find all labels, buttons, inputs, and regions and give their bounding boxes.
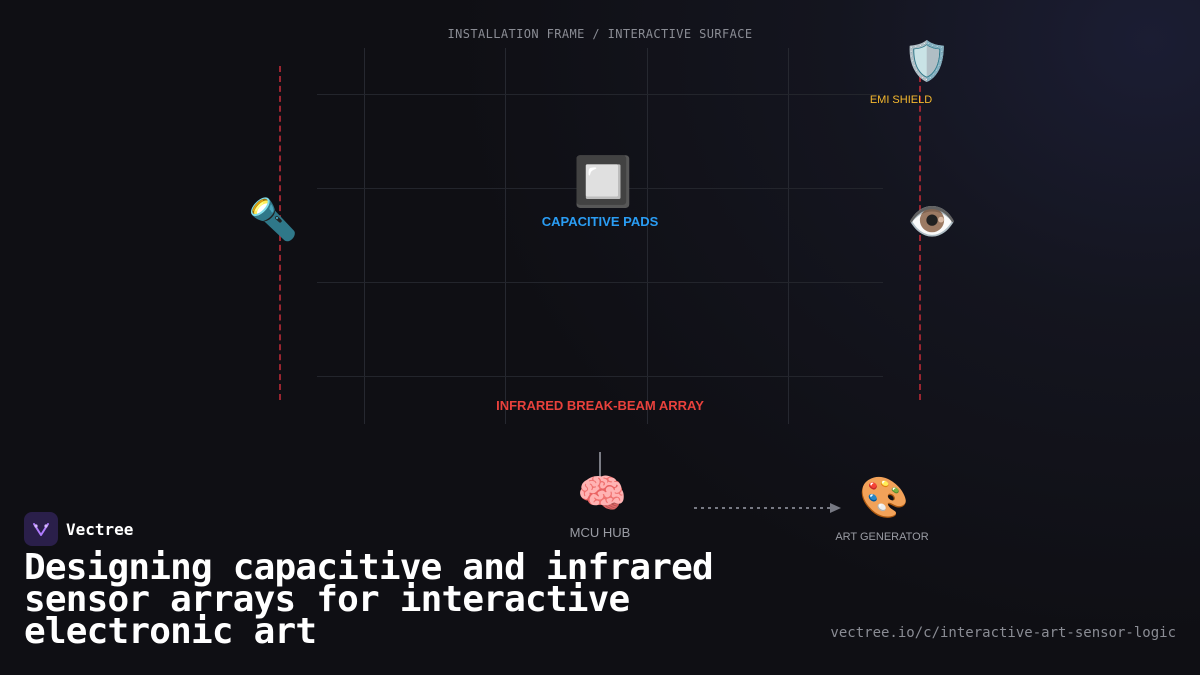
shield-icon: 🛡️ [903, 39, 951, 83]
grid-line [788, 48, 789, 424]
grid-line [647, 48, 648, 424]
brain-icon: 🧠 [577, 471, 627, 517]
grid-line [317, 376, 883, 377]
eye-icon: 👁️ [907, 199, 957, 245]
mcu-hub-label: MCU HUB [569, 525, 631, 540]
vectree-logo-icon [24, 512, 58, 546]
mcu-input-line [599, 452, 601, 482]
chip-icon: 🔲 [573, 154, 633, 210]
ir-beam-right [919, 66, 921, 400]
ir-beam-left [279, 66, 281, 400]
grid-line [317, 94, 883, 95]
flashlight-icon: 🔦 [248, 197, 298, 243]
source-url[interactable]: vectree.io/c/interactive-art-sensor-logi… [830, 625, 1176, 641]
brand: Vectree [24, 512, 133, 546]
grid-line [505, 48, 506, 424]
grid-line [364, 48, 365, 424]
brand-name: Vectree [66, 519, 134, 539]
emi-shield-label: EMI SHIELD [869, 94, 933, 106]
frame-label: INSTALLATION FRAME / INTERACTIVE SURFACE [447, 27, 753, 41]
grid-line [317, 282, 883, 283]
grid-line [317, 188, 883, 189]
palette-icon: 🎨 [859, 475, 909, 521]
ir-array-label: INFRARED BREAK-BEAM ARRAY [496, 398, 704, 413]
capacitive-pads-label: CAPACITIVE PADS [541, 214, 659, 229]
page-title: Designing capacitive and infrared sensor… [24, 547, 714, 652]
data-flow-arrow [694, 503, 841, 513]
art-generator-label: ART GENERATOR [835, 531, 929, 543]
